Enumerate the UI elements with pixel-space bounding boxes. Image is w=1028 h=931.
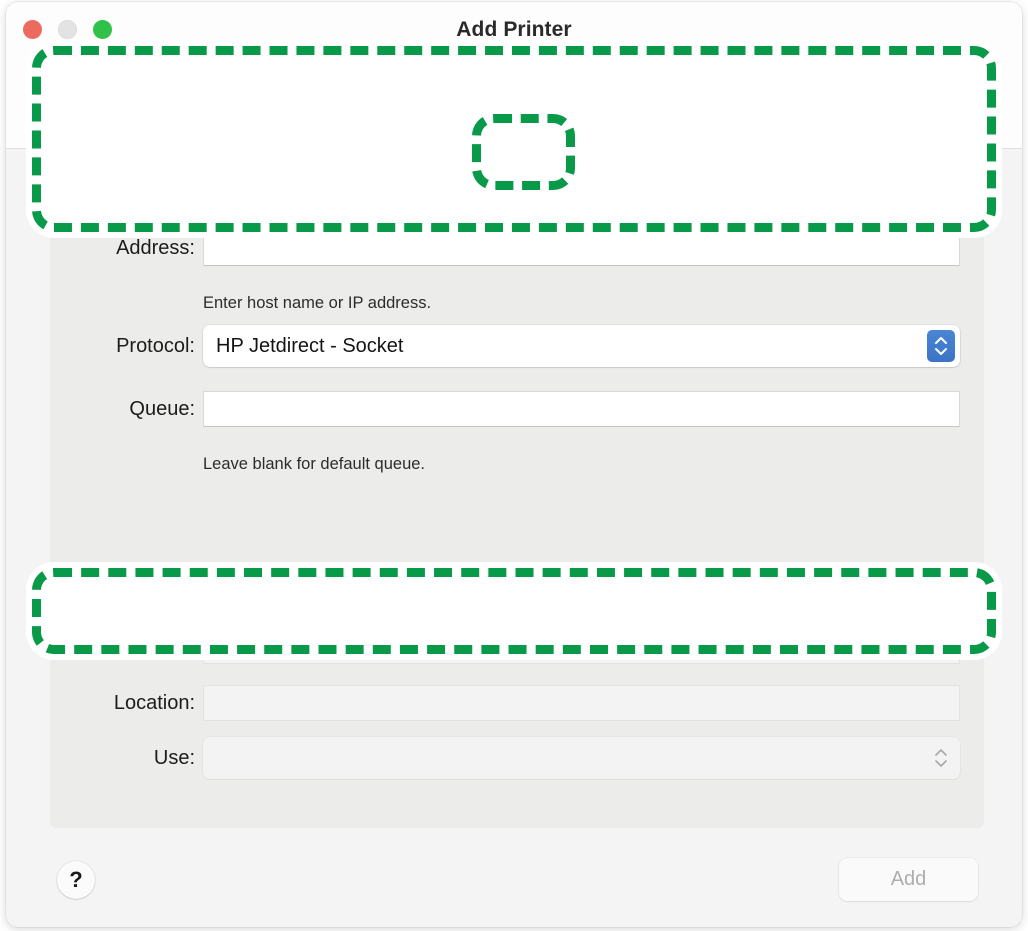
protocol-popup-button[interactable]: HP Jetdirect - Socket: [203, 325, 960, 367]
protocol-label: Protocol:: [116, 334, 195, 357]
globe-icon: [492, 73, 536, 122]
connection-panel: Address: Enter host name or IP address. …: [50, 206, 984, 585]
location-row: Location:: [50, 685, 984, 721]
use-row: Use:: [50, 737, 984, 779]
printer-icon: [381, 72, 427, 123]
chevron-updown-icon: [927, 330, 955, 362]
window-titlebar: Add Printer: [6, 2, 1022, 149]
address-input[interactable]: [203, 230, 960, 266]
help-button[interactable]: ?: [57, 861, 95, 899]
protocol-value: HP Jetdirect - Socket: [216, 334, 404, 357]
zoom-button[interactable]: [93, 20, 112, 39]
window-controls: [23, 20, 112, 39]
add-button[interactable]: Add: [839, 858, 978, 901]
queue-hint: Leave blank for default queue.: [203, 455, 426, 473]
printer-details-panel: Name: Location: Use:: [50, 607, 984, 828]
use-label: Use:: [153, 746, 195, 769]
ip-printer-tab[interactable]: [470, 58, 558, 136]
protocol-row: Protocol: HP Jetdirect - Socket: [50, 325, 984, 367]
fax-tab[interactable]: [580, 58, 668, 136]
printer-type-toolbar: [6, 58, 1022, 136]
name-row: Name:: [50, 628, 984, 664]
queue-row: Queue:: [50, 391, 984, 427]
close-button[interactable]: [23, 20, 42, 39]
queue-input[interactable]: [203, 391, 960, 427]
queue-label: Queue:: [129, 397, 195, 420]
address-hint: Enter host name or IP address.: [203, 294, 432, 312]
dialog-body: Address: Enter host name or IP address. …: [6, 149, 1022, 927]
add-printer-window: Add Printer: [6, 2, 1022, 927]
use-popup-button[interactable]: [203, 737, 960, 779]
default-printers-tab[interactable]: [360, 58, 448, 136]
location-label: Location:: [113, 691, 195, 714]
window-title: Add Printer: [456, 18, 572, 41]
fax-icon: [601, 72, 647, 123]
address-label: Address:: [116, 236, 195, 259]
name-input[interactable]: [203, 628, 960, 664]
location-input[interactable]: [203, 685, 960, 721]
address-row: Address:: [50, 230, 984, 266]
minimize-button[interactable]: [58, 20, 77, 39]
name-label: Name:: [136, 634, 195, 657]
chevron-updown-icon: [927, 742, 955, 774]
